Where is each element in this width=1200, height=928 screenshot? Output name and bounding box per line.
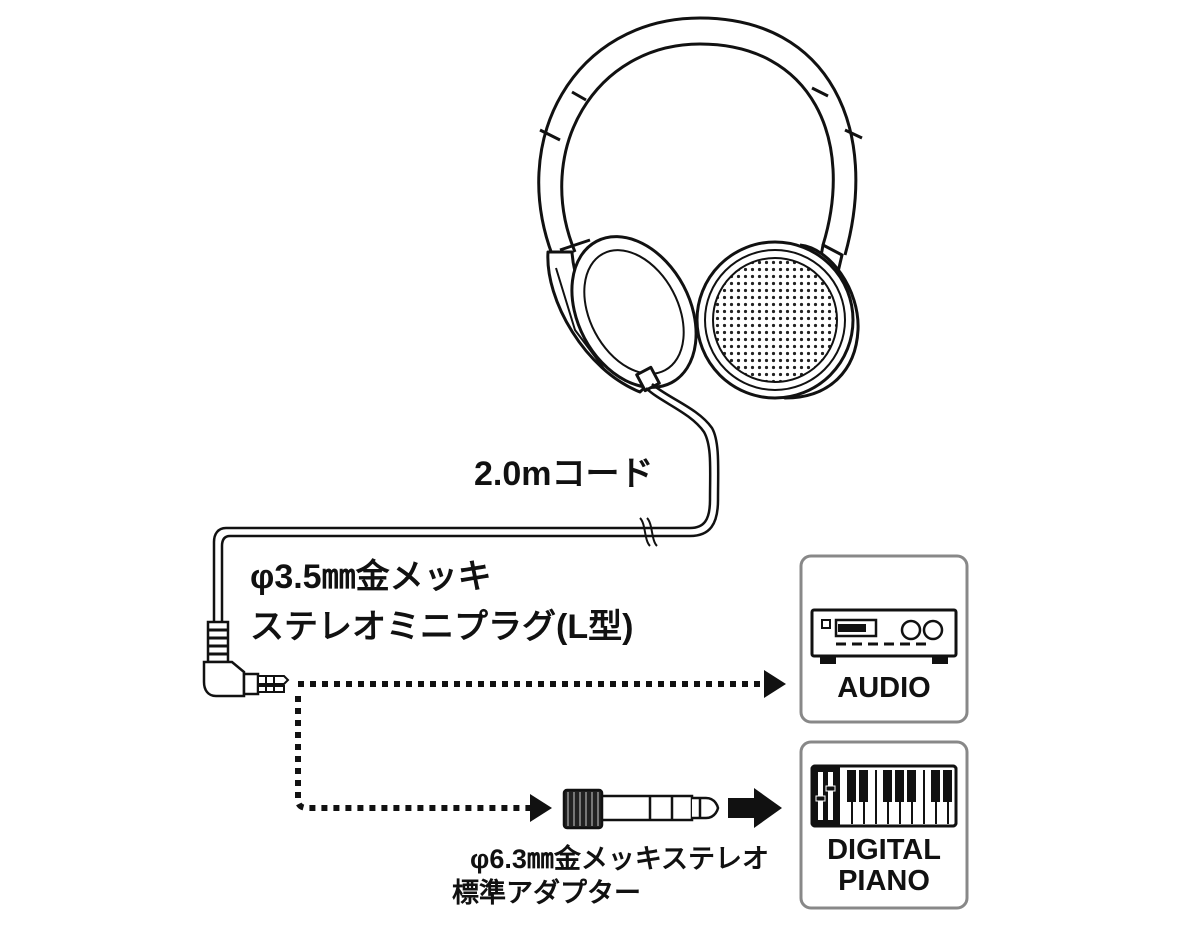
connection-paths [295, 681, 764, 811]
path-to-adapter [295, 696, 530, 811]
arrow-to-piano-icon [728, 788, 782, 828]
cord [212, 383, 720, 622]
headband [537, 16, 858, 263]
arrow-to-audio-icon [764, 670, 786, 698]
piano-device-label-line1: DIGITAL [827, 834, 941, 866]
headband-inner [560, 42, 835, 253]
l-type-plug [202, 620, 290, 698]
plug-label-line2: ステレオミニプラグ(L型) [250, 608, 634, 646]
plug-label-line1: φ3.5㎜金メッキ [250, 558, 492, 596]
right-ear-cup [695, 240, 860, 400]
headphones [537, 16, 863, 400]
piano-device-label-line2: PIANO [838, 865, 930, 897]
arrowheads [530, 670, 786, 828]
audio-amplifier-icon [810, 608, 958, 664]
arrow-to-adapter-icon [530, 794, 552, 822]
adapter-label-line2: 標準アダプター [452, 878, 641, 908]
piano-device-box [799, 740, 969, 910]
audio-device-label: AUDIO [837, 672, 931, 704]
adapter-label-line1: φ6.3㎜金メッキステレオ [470, 844, 770, 874]
cord-length-label: 2.0mコード [474, 455, 654, 493]
audio-device-box [799, 554, 969, 724]
left-ear-cup [546, 235, 698, 394]
keyboard-icon [810, 764, 958, 828]
standard-adapter [562, 788, 720, 830]
